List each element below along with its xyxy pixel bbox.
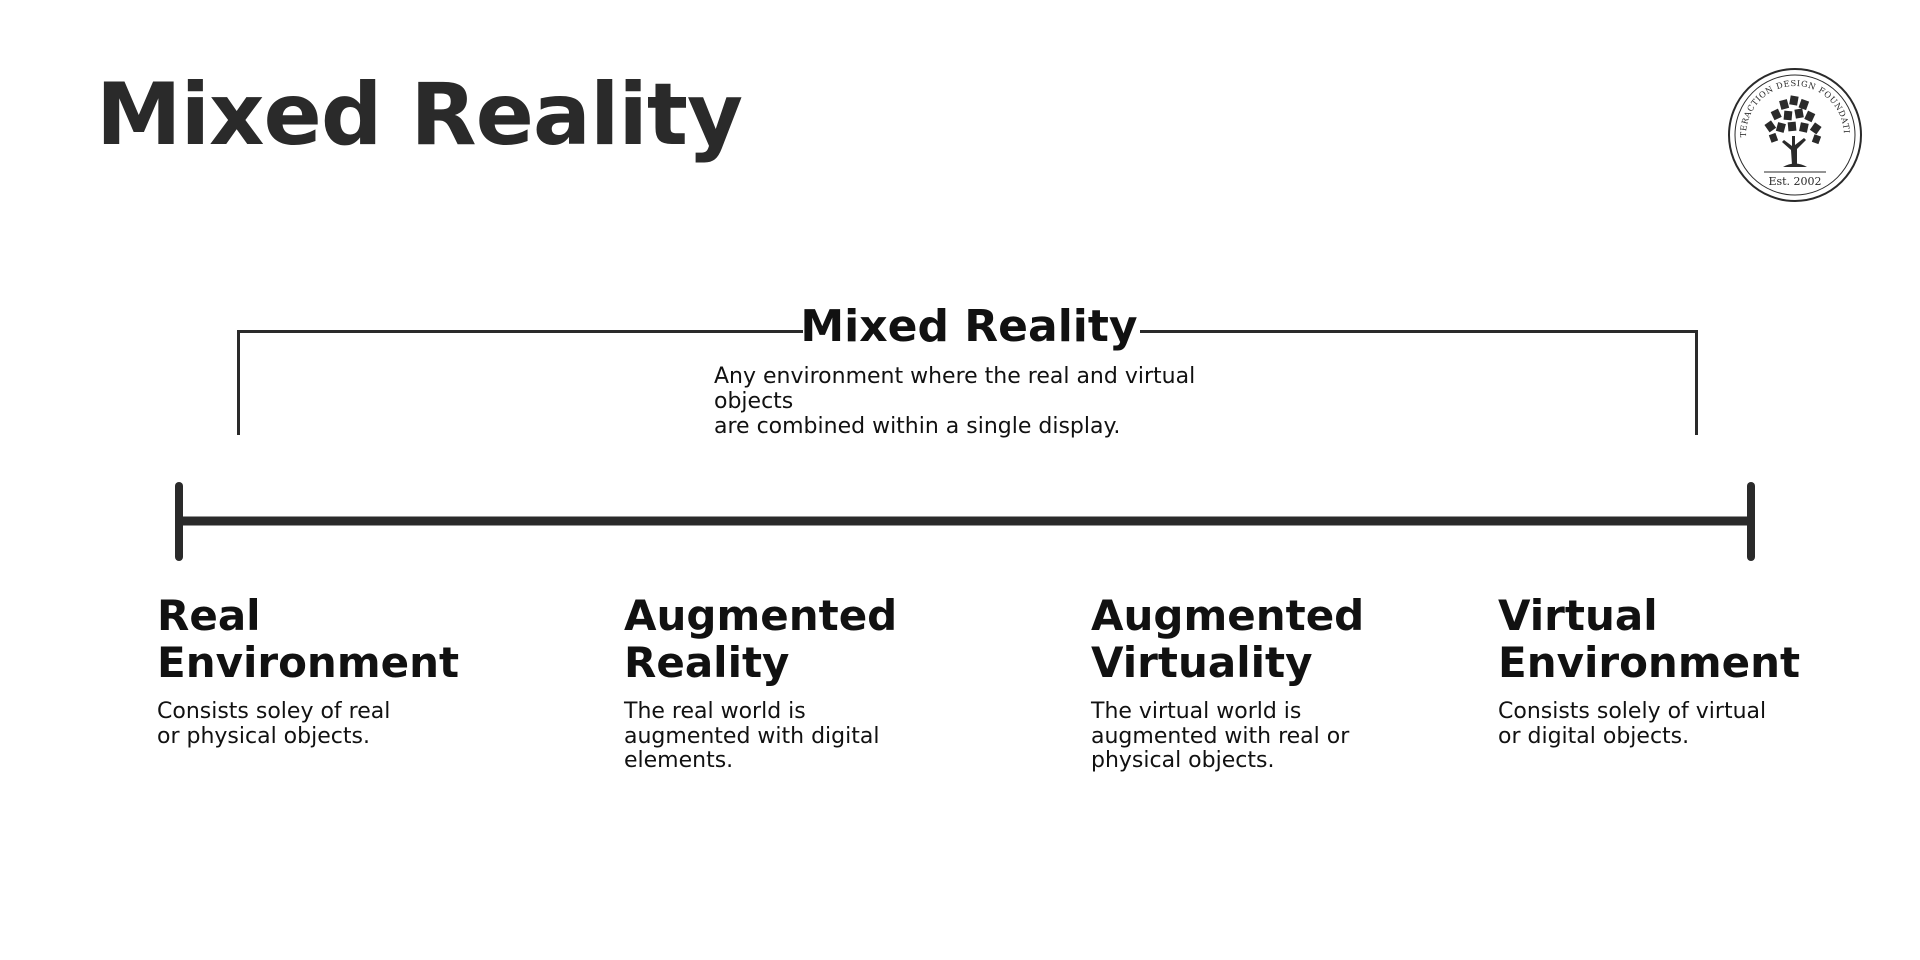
category-title-line: Virtuality: [1091, 638, 1313, 687]
category-title-line: Virtual: [1498, 591, 1658, 640]
category-augmented-virtuality: Augmented Virtuality The virtual world i…: [1091, 592, 1421, 774]
category-title-line: Real: [157, 591, 261, 640]
category-title-line: Reality: [624, 638, 790, 687]
category-title: Augmented Virtuality: [1091, 592, 1421, 686]
category-description: The virtual world is augmented with real…: [1091, 699, 1421, 774]
category-title-line: Environment: [157, 638, 460, 687]
page-title: Mixed Reality: [96, 65, 743, 165]
category-description-line: augmented with digital: [624, 723, 880, 749]
category-description-line: or digital objects.: [1498, 723, 1690, 749]
tree-icon: [1764, 95, 1822, 167]
category-description: Consists soley of real or physical objec…: [157, 699, 487, 749]
bracket-right-arm: [1140, 330, 1698, 435]
category-description-line: physical objects.: [1091, 748, 1275, 773]
logo: INTERACTION DESIGN FOUNDATION Est. 2002: [1726, 66, 1862, 202]
category-description-line: The real world is: [624, 699, 806, 724]
mixed-reality-description-line: Any environment where the real and virtu…: [714, 364, 1196, 414]
bracket-left-arm: [237, 330, 803, 435]
category-description: The real world is augmented with digital…: [624, 699, 954, 774]
logo-outer-ring: [1728, 68, 1862, 202]
category-title-line: Augmented: [624, 591, 898, 640]
reality-virtuality-continuum: [175, 482, 1755, 561]
logo-est-text: Est. 2002: [1768, 175, 1821, 188]
category-description-line: Consists solely of virtual: [1498, 699, 1767, 724]
mixed-reality-description: Any environment where the real and virtu…: [714, 364, 1254, 439]
category-virtual-environment: Virtual Environment Consists solely of v…: [1498, 592, 1828, 749]
mixed-reality-description-line: are combined within a single display.: [714, 414, 1121, 439]
category-real-environment: Real Environment Consists soley of real …: [157, 592, 487, 749]
mixed-reality-bracket: [237, 330, 1698, 435]
logo-inner-ring: [1734, 74, 1856, 196]
category-title: Augmented Reality: [624, 592, 954, 686]
category-description-line: Consists soley of real: [157, 699, 391, 724]
category-description-line: The virtual world is: [1091, 699, 1302, 724]
category-description-line: elements.: [624, 748, 734, 773]
category-title: Real Environment: [157, 592, 487, 686]
category-description-line: augmented with real or: [1091, 723, 1350, 749]
category-title-line: Environment: [1498, 638, 1801, 687]
mixed-reality-label: Mixed Reality: [800, 301, 1138, 352]
category-title-line: Augmented: [1091, 591, 1365, 640]
category-description: Consists solely of virtual or digital ob…: [1498, 699, 1828, 749]
category-title: Virtual Environment: [1498, 592, 1828, 686]
category-description-line: or physical objects.: [157, 723, 370, 749]
category-augmented-reality: Augmented Reality The real world is augm…: [624, 592, 954, 774]
